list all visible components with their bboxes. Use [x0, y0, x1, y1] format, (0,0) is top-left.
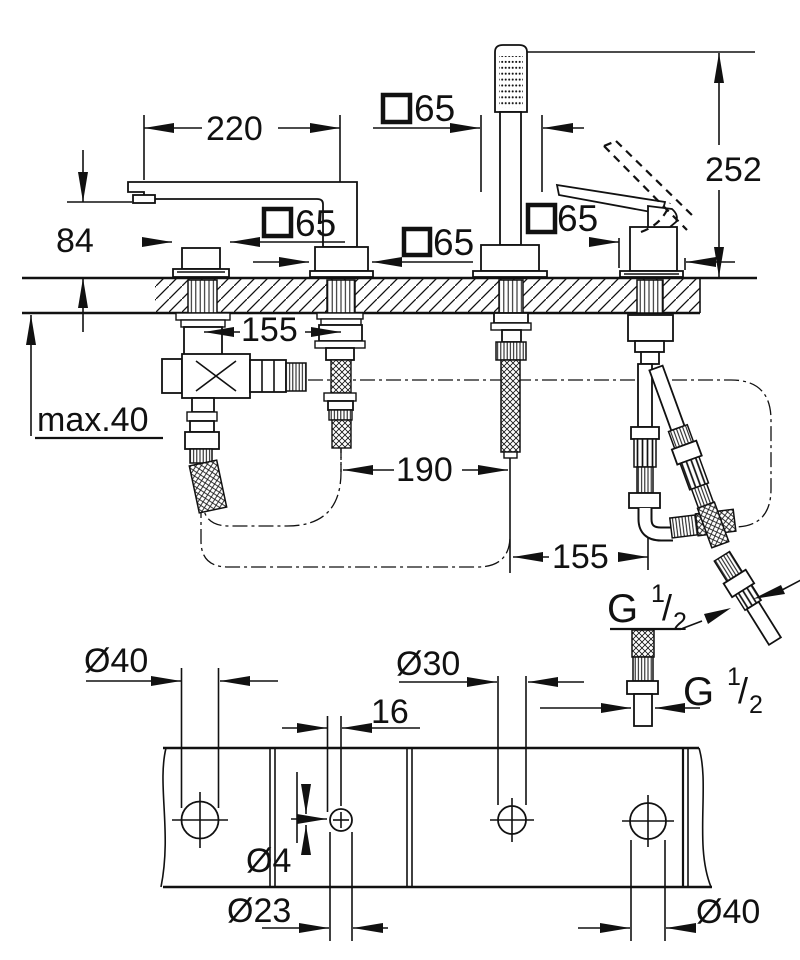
shank1-tee-assembly [161, 312, 307, 514]
svg-text:1: 1 [727, 663, 741, 691]
dim-65-d: 65 [557, 198, 598, 239]
dim-max40: max.40 [37, 401, 149, 439]
spout-escutcheon [314, 246, 369, 272]
hose-routing-lines [200, 379, 772, 568]
square-symbol [261, 206, 294, 239]
hand-shower-handle [499, 111, 522, 246]
dim-65-a: 65 [295, 203, 336, 244]
dim-84: 84 [56, 222, 94, 260]
dim-65-c: 65 [433, 222, 474, 263]
dim-dia23: Ø23 [227, 892, 291, 930]
hand-shower [472, 44, 548, 278]
spray-face [499, 56, 523, 108]
shower-holder-escutcheon [480, 244, 540, 272]
mixer-hoses-assembly [626, 314, 783, 727]
dim-252: 252 [705, 151, 762, 189]
dim-g-half-upper: G 1 / 2 [607, 579, 800, 636]
dim-dia30: Ø30 [396, 645, 460, 683]
elevation-dimensions: 220 84 max.40 252 65 65 65 65 [26, 51, 800, 719]
spout-aerator [132, 194, 156, 204]
shower-shank-assembly [490, 312, 532, 459]
plan-dimensions: Ø40 Ø30 16 Ø4 Ø23 Ø40 [84, 642, 760, 941]
dim-dia40-left: Ø40 [84, 642, 148, 680]
dim-dia40-right: Ø40 [696, 893, 760, 931]
break-line-left [160, 747, 167, 888]
square-symbol [525, 202, 558, 235]
mixer [555, 139, 697, 278]
svg-text:2: 2 [749, 691, 763, 719]
square-symbol [380, 92, 413, 125]
svg-text:1: 1 [651, 580, 665, 608]
square-symbol [401, 226, 433, 258]
g-half-hose-end [626, 629, 659, 727]
svg-text:2: 2 [673, 608, 687, 636]
through-deck-shanks [187, 279, 664, 314]
plan-view [160, 746, 712, 889]
dim-155-top: 155 [241, 311, 298, 349]
valve-handle [172, 247, 230, 278]
mixer-escutcheon [629, 226, 678, 272]
svg-text:/: / [662, 587, 672, 628]
spout [127, 181, 374, 278]
dim-155-bottom: 155 [552, 538, 609, 576]
dim-65-b: 65 [414, 88, 455, 129]
dim-190: 190 [396, 451, 453, 489]
svg-text:/: / [738, 670, 748, 711]
dim-220: 220 [206, 110, 263, 148]
svg-text:G: G [607, 587, 638, 631]
svg-text:G: G [683, 670, 714, 714]
dim-16: 16 [371, 693, 409, 731]
dim-g-half-lower: G 1 / 2 [540, 663, 763, 719]
dim-dia4: Ø4 [246, 842, 291, 880]
break-line-right [698, 747, 712, 888]
